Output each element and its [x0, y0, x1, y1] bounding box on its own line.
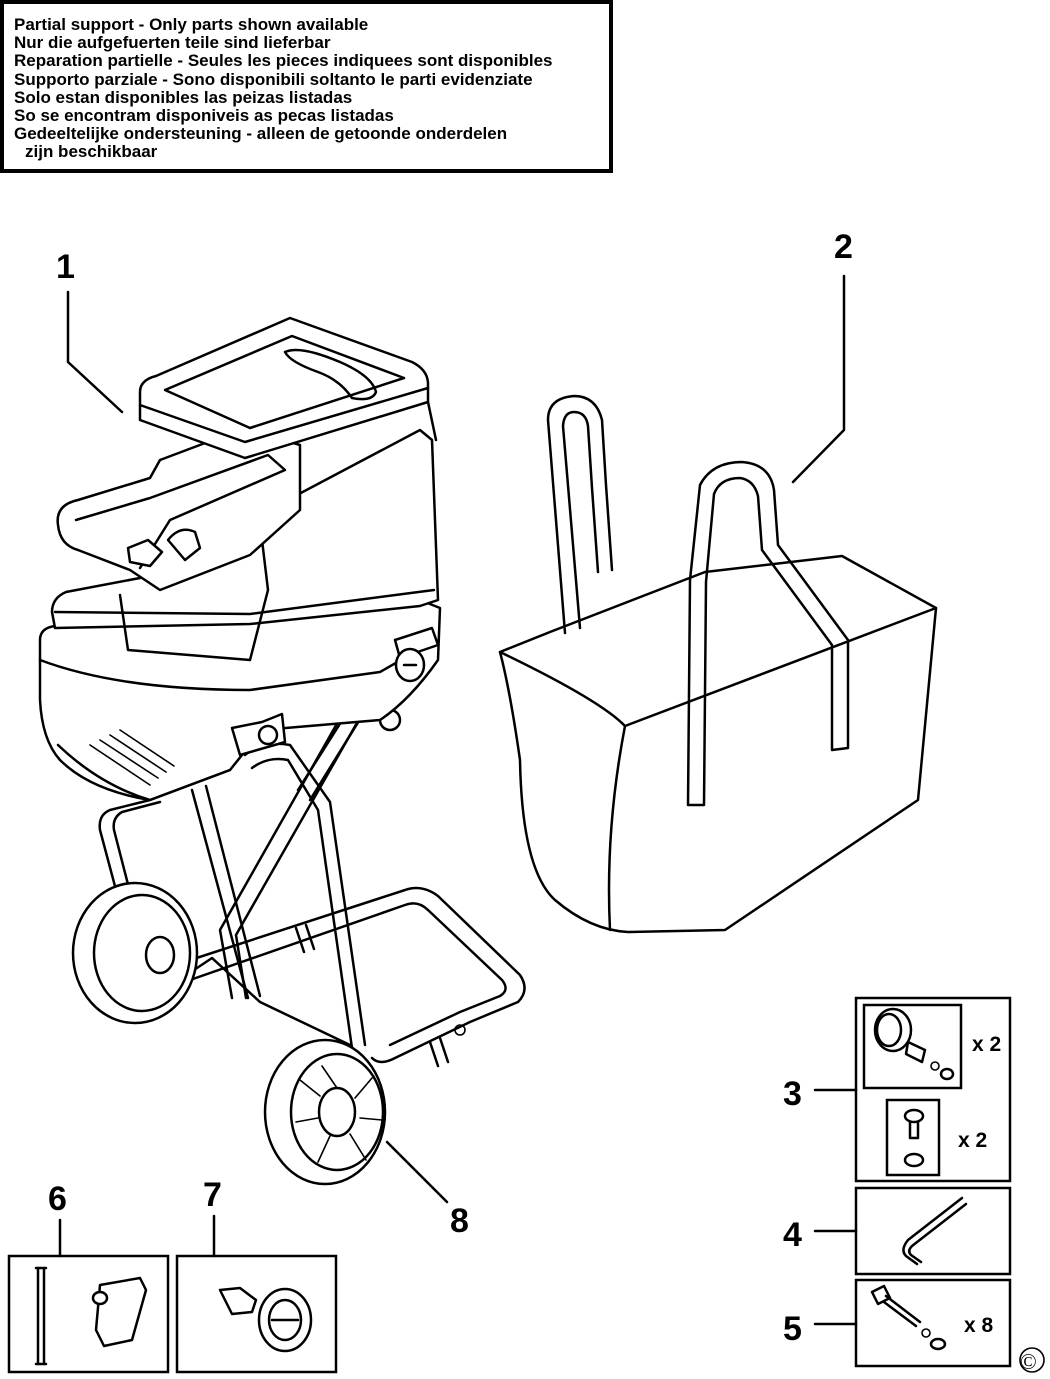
feed-hopper — [56, 426, 302, 592]
rear-wheel — [71, 881, 199, 1025]
part-6-box — [7, 1254, 170, 1374]
notice-line: Solo estan disponibles las peizas listad… — [14, 87, 353, 107]
wheel-cap-icon — [873, 1007, 955, 1081]
notice-line: Gedeeltelijke ondersteuning - alleen de … — [14, 124, 508, 144]
notice-line: Supporto parziale - Sono disponibili sol… — [14, 69, 533, 89]
part-7-box — [175, 1254, 338, 1374]
callout-2: 2 — [834, 228, 853, 266]
copyright-symbol: © — [1020, 1349, 1037, 1374]
partial-support-notice: Partial support - Only parts shown avail… — [0, 0, 613, 173]
part-4-box — [854, 1186, 1012, 1276]
notice-line: zijn beschikbaar — [25, 142, 158, 162]
callout-4: 4 — [783, 1216, 802, 1254]
collection-bag-illustration — [498, 394, 938, 934]
leader-line-8 — [385, 1140, 449, 1204]
part-3-quantity-top: x 2 — [972, 1033, 1001, 1056]
power-switch — [126, 538, 164, 568]
callout-8: 8 — [450, 1202, 469, 1240]
shredder-illustration — [38, 316, 526, 1186]
part-3-box — [854, 996, 1012, 1183]
callout-7: 7 — [203, 1176, 222, 1214]
base-frame — [173, 886, 526, 1064]
leader-line-2 — [791, 274, 846, 484]
callout-5: 5 — [783, 1310, 802, 1348]
part-3-quantity-bottom: x 2 — [958, 1129, 987, 1152]
leader-line-1 — [66, 290, 124, 414]
notice-line: Nur die aufgefuerten teile sind lieferba… — [14, 33, 331, 53]
screw-washer-icon — [903, 1108, 925, 1168]
hex-key-icon — [902, 1196, 964, 1266]
adjustment-knob-icon — [218, 1286, 313, 1353]
part-5-quantity: x 8 — [964, 1314, 994, 1337]
front-wheel — [263, 1038, 387, 1186]
top-lid — [138, 316, 430, 460]
motor-housing — [38, 598, 442, 802]
axle-bracket-icon — [34, 1266, 148, 1366]
callout-6: 6 — [48, 1180, 67, 1218]
callout-1: 1 — [56, 248, 75, 286]
callout-3: 3 — [783, 1075, 802, 1113]
collection-bag — [498, 554, 938, 934]
bolt-washer-icon — [870, 1284, 947, 1351]
part-5-box — [854, 1278, 1012, 1368]
bag-handle-rear — [546, 394, 614, 635]
notice-line: So se encontram disponiveis as pecas lis… — [14, 106, 394, 126]
bag-handle-front — [686, 460, 850, 807]
notice-line: Reparation partielle - Seules les pieces… — [14, 51, 553, 71]
notice-line: Partial support - Only parts shown avail… — [14, 15, 369, 34]
